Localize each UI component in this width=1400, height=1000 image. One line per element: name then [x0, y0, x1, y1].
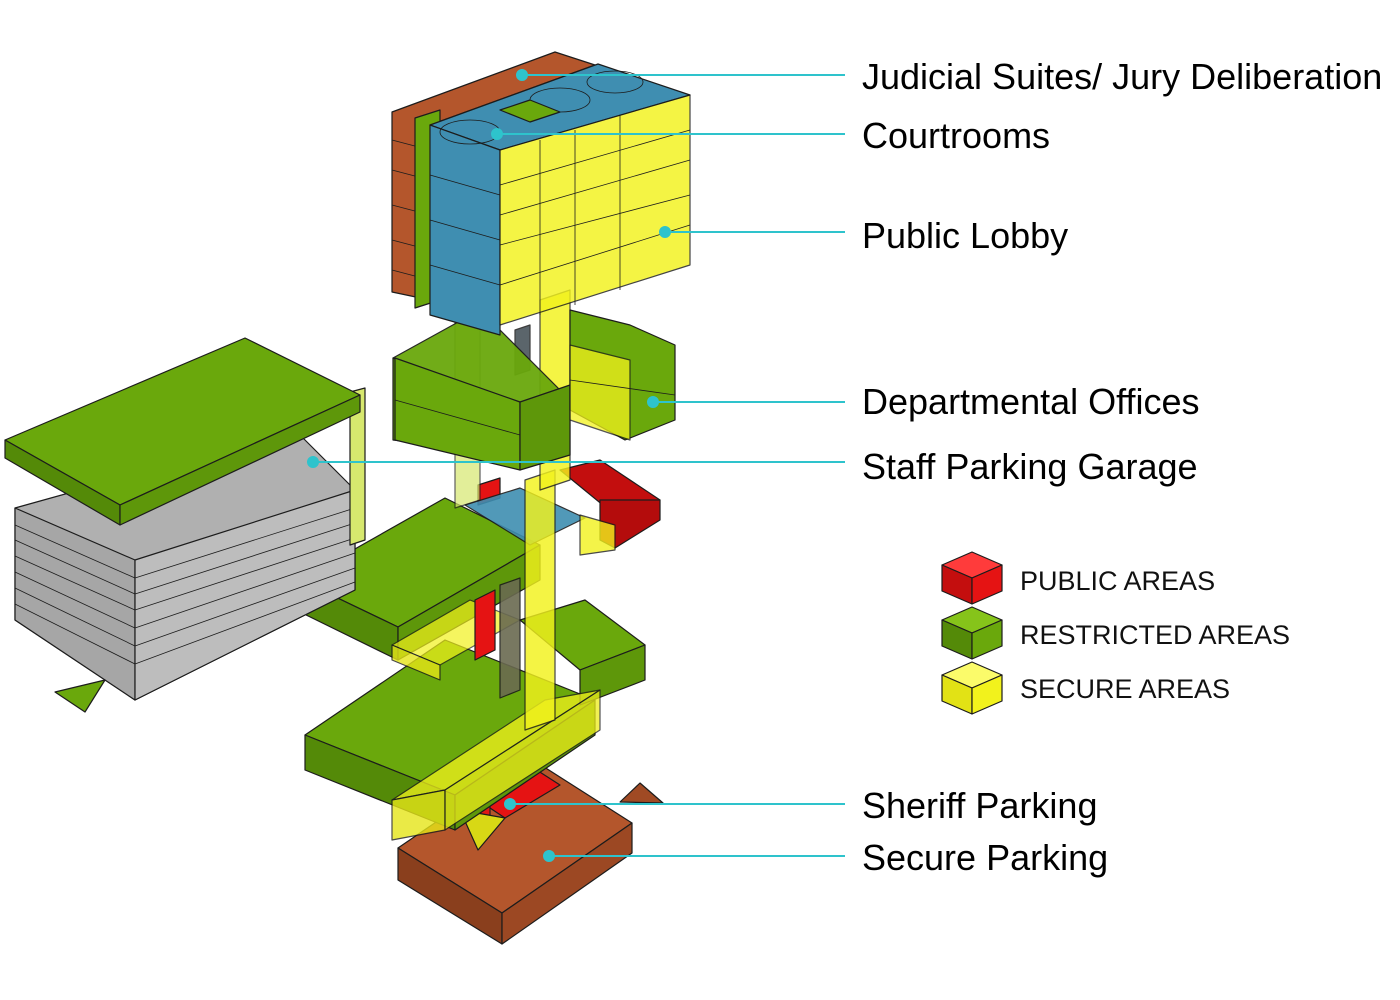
secure-areas-swatch-icon — [941, 661, 1003, 715]
staff-parking-garage — [4, 337, 366, 713]
restricted-floor-level-2 — [299, 497, 541, 699]
restricted-areas-swatch-icon — [941, 606, 1003, 660]
legend-item-secure: SECURE AREAS — [941, 661, 1230, 715]
callout-courtrooms: Courtrooms — [862, 115, 1050, 156]
secure-parking-block — [397, 757, 664, 945]
callout-judicial-suites: Judicial Suites/ Jury Deliberation — [862, 56, 1382, 97]
legend-item-restricted: RESTRICTED AREAS — [941, 606, 1290, 660]
legend-label-public: PUBLIC AREAS — [1020, 566, 1215, 596]
legend-label-secure: SECURE AREAS — [1020, 674, 1230, 704]
callout-staff-parking-garage: Staff Parking Garage — [862, 446, 1198, 487]
departmental-offices-block — [392, 309, 676, 471]
upper-tower — [391, 51, 691, 336]
callout-departmental-offices: Departmental Offices — [862, 381, 1199, 422]
callout-secure-parking: Secure Parking — [862, 837, 1108, 878]
legend-label-restricted: RESTRICTED AREAS — [1020, 620, 1290, 650]
callout-sheriff-parking: Sheriff Parking — [862, 785, 1097, 826]
public-areas-swatch-icon — [941, 551, 1003, 605]
callout-leaders — [307, 69, 845, 862]
callout-public-lobby: Public Lobby — [862, 215, 1068, 256]
legend-item-public: PUBLIC AREAS — [941, 551, 1215, 605]
legend: PUBLIC AREAS RESTRICTED AREAS SECURE ARE… — [941, 551, 1290, 715]
